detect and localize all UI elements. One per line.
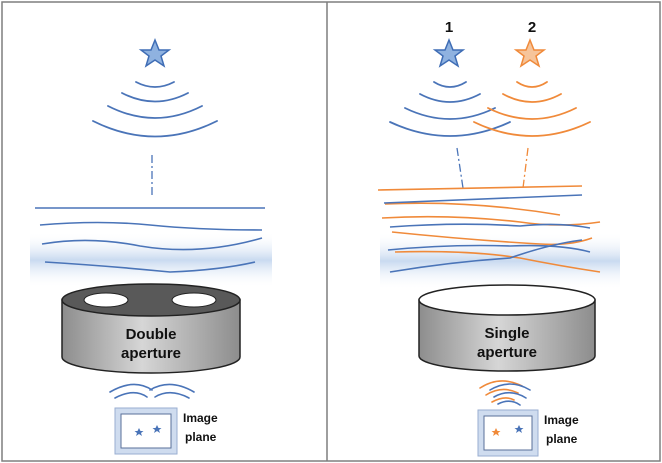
output-waves [109, 383, 195, 399]
star2-label: 2 [528, 19, 536, 36]
image-label-line1: Image [183, 411, 218, 425]
left-panel: Double aperture Image plane [30, 37, 272, 455]
aperture-label-line1: Single [484, 325, 529, 342]
aperture-label-line2: aperture [121, 345, 181, 362]
image-label-line1: Image [544, 413, 579, 427]
optical-axis-star1 [456, 147, 464, 189]
turbulent-wavefronts [35, 207, 265, 273]
image-plane: Image plane [114, 407, 218, 455]
star-icon [138, 37, 172, 68]
star-icon [491, 428, 501, 436]
star-icon [514, 425, 524, 433]
star1-label: 1 [445, 19, 453, 36]
wavefronts [92, 81, 218, 138]
image-plane: Image plane [477, 409, 579, 457]
single-aperture-telescope: Single aperture [418, 284, 596, 372]
double-aperture-telescope: Double aperture [61, 283, 241, 374]
optical-axis-star2 [522, 147, 529, 189]
right-panel: 1 2 [377, 19, 620, 457]
wavefronts-star2 [473, 81, 591, 137]
image-label-line2: plane [546, 432, 578, 446]
image-label-line2: plane [185, 430, 217, 444]
turbulent-wavefronts-star2 [377, 185, 601, 273]
wavefronts-star1 [389, 81, 511, 137]
output-waves [479, 380, 531, 406]
aperture-label-line2: aperture [477, 344, 537, 361]
star-icon [513, 37, 547, 68]
aperture-label-line1: Double [126, 326, 177, 343]
star-icon [134, 428, 144, 436]
star-icon [432, 37, 466, 68]
star-icon [152, 425, 162, 433]
turbulent-wavefronts-star1 [383, 194, 591, 273]
